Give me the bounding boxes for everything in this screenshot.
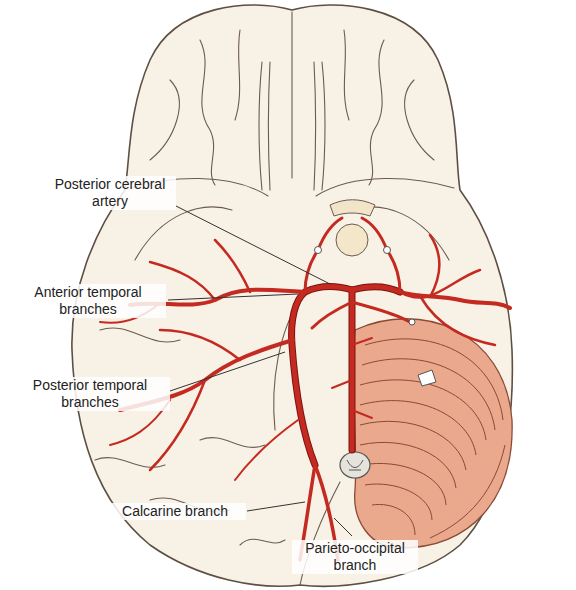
part-label: Calcarine branch	[104, 503, 246, 520]
optic-chiasm	[330, 200, 375, 216]
brainstem-section	[340, 452, 370, 478]
part-label: Anterior temporal branches	[10, 284, 166, 318]
part-label: Parieto-occipital branch	[292, 540, 418, 574]
pituitary-stalk	[336, 224, 368, 256]
cut-vessel	[315, 247, 437, 387]
cerebellum-folia	[360, 339, 505, 538]
leader-line	[168, 206, 352, 536]
part-label: Posterior temporal branches	[10, 377, 170, 411]
cerebellum	[353, 319, 512, 548]
artery-outline	[292, 286, 400, 465]
part-label: Posterior cerebral artery	[44, 176, 176, 210]
brainstem-section	[347, 460, 363, 470]
